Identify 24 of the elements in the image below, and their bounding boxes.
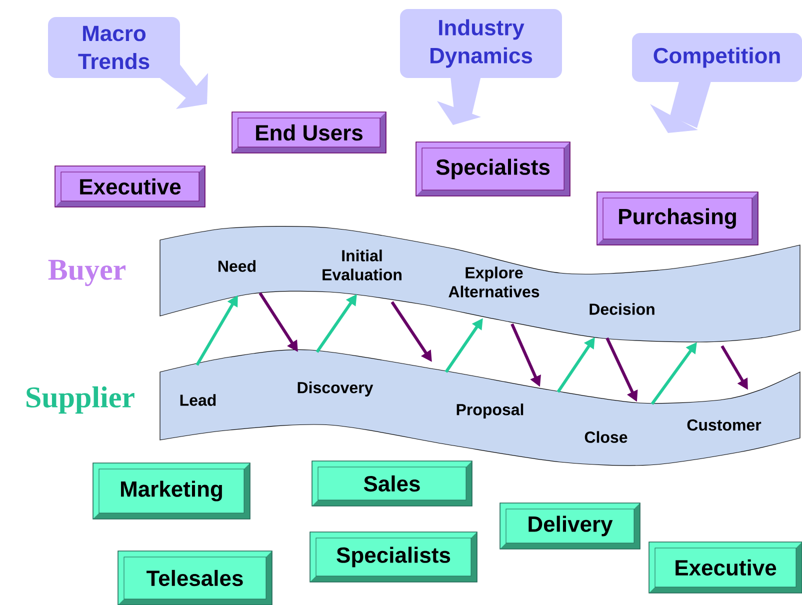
callout: Competition [632, 33, 802, 133]
callout: Macro Trends [48, 17, 208, 109]
stage-label: Explore Alternatives [448, 266, 540, 298]
label-box: Specialists [310, 532, 478, 582]
label-box: Purchasing [596, 192, 758, 246]
label-box: Marketing [92, 462, 250, 520]
band-label: Buyer [48, 260, 126, 286]
band-label: Supplier [26, 386, 134, 414]
stage-label: Initial Evaluation [322, 250, 402, 280]
callout: Industry Dynamics [400, 9, 562, 125]
stage-label: Customer [687, 419, 762, 431]
label-box: End Users [232, 112, 386, 154]
stage-label: Close [584, 431, 628, 443]
label-box: Executive [54, 166, 206, 208]
stage-label: Lead [180, 394, 216, 406]
stage-label: Proposal [456, 404, 524, 418]
label-box: Telesales [118, 550, 272, 605]
label-box: Delivery [500, 502, 640, 550]
stage-label: Decision [590, 303, 654, 315]
stage-label: Discovery [298, 382, 374, 396]
label-box: Executive [648, 542, 802, 594]
label-box: Sales [312, 460, 472, 506]
stage-label: Need [218, 260, 256, 272]
label-box: Specialists [416, 142, 570, 196]
